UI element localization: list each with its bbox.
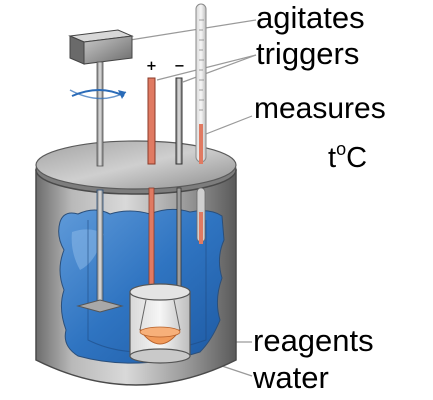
label-triggers: triggers	[256, 36, 360, 71]
reaction-bomb	[129, 283, 191, 364]
lid-top	[35, 140, 237, 190]
leader-agitates	[129, 19, 257, 41]
label-temperature: toC	[328, 140, 367, 173]
stirrer-shaft-upper	[96, 61, 104, 167]
stirrer-shaft-lower	[96, 189, 104, 303]
celsius-unit: C	[346, 142, 368, 174]
thermometer	[195, 3, 207, 244]
bomb-base	[129, 348, 191, 364]
motor-block-side	[83, 35, 133, 65]
thermometer-scale	[199, 19, 204, 111]
negative-electrode	[175, 77, 183, 165]
crucible-holder	[139, 299, 181, 331]
positive-electrode-lower	[148, 187, 155, 293]
positive-electrode	[147, 77, 156, 165]
degree-symbol: o	[336, 139, 347, 159]
thermometer-mercury	[199, 124, 203, 164]
bomb-body	[129, 291, 191, 357]
label-measures: measures	[254, 92, 386, 125]
temperature-symbol: t	[328, 142, 337, 174]
bomb-lid	[129, 283, 191, 301]
label-agitates: agitates	[256, 0, 365, 35]
stirrer-paddle	[76, 299, 124, 313]
reagents	[139, 326, 181, 338]
negative-sign: −	[174, 59, 185, 74]
negative-electrode-lower	[176, 187, 182, 293]
leader-measures	[205, 115, 253, 135]
label-reagents: reagents	[253, 323, 374, 358]
thermometer-bulb-mercury	[199, 212, 203, 244]
rotation-arrowhead-icon	[118, 90, 126, 99]
stirrer	[68, 29, 134, 313]
positive-sign: +	[146, 59, 157, 74]
leader-triggers-negative	[182, 54, 257, 83]
label-water: water	[253, 360, 329, 395]
